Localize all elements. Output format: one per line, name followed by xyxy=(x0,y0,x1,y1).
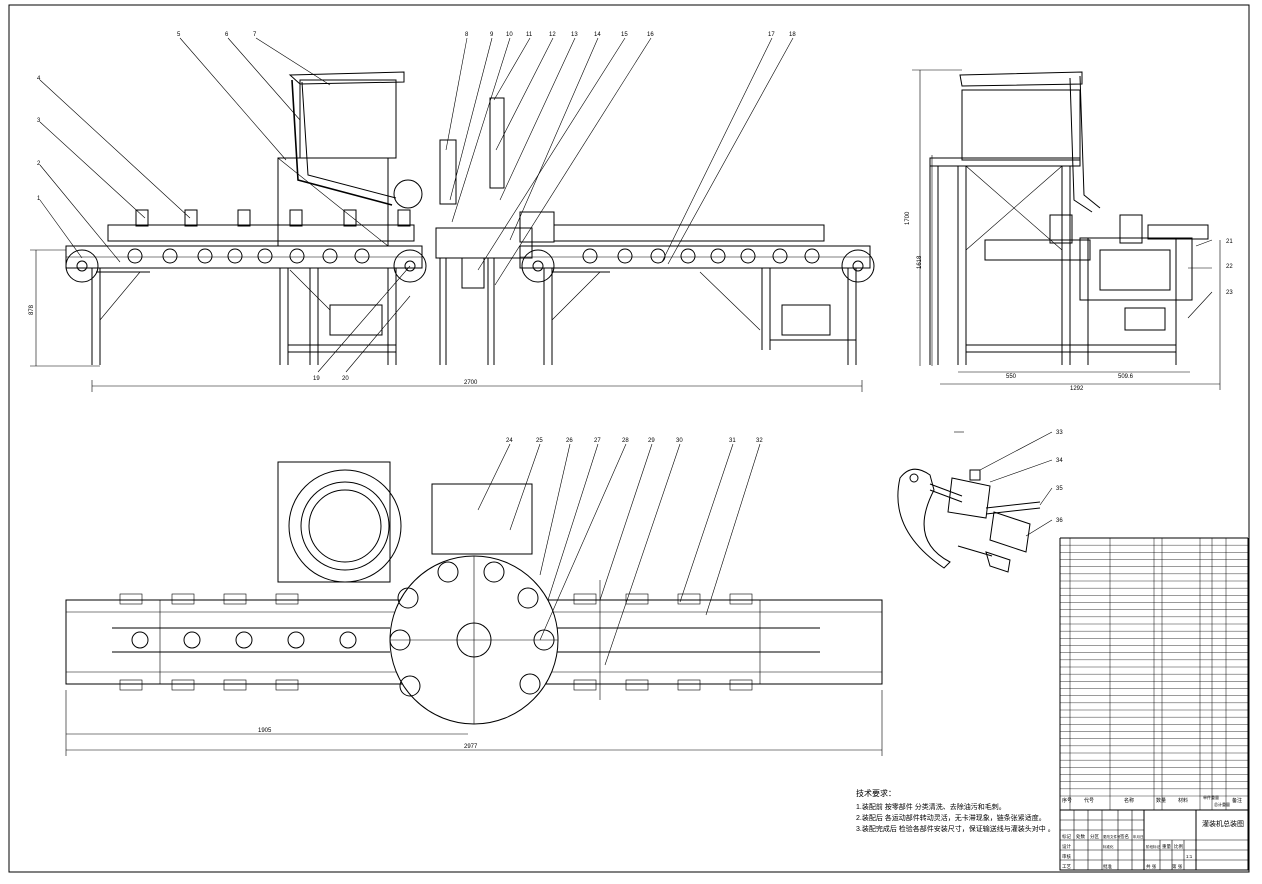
dim-side-width-left: 550 xyxy=(1006,374,1017,380)
balloon-21: 21 xyxy=(1226,239,1233,245)
balloon-5: 5 xyxy=(177,32,181,38)
tb-date: 年月日 xyxy=(1133,834,1144,839)
side-view xyxy=(912,69,1221,390)
balloon-1: 1 xyxy=(37,196,41,202)
tb-approve: 批准 xyxy=(1103,863,1112,870)
bom-header-code: 代号 xyxy=(1084,797,1094,804)
balloon-15: 15 xyxy=(621,32,628,38)
bom-header-material: 材料 xyxy=(1178,797,1188,804)
top-view xyxy=(65,443,883,756)
dim-top-pitch: 1905 xyxy=(258,728,272,734)
tb-review: 审核 xyxy=(1062,853,1071,860)
tb-sheets-total: 共 张 xyxy=(1146,863,1157,870)
bom-table xyxy=(1059,537,1249,811)
dim-side-height-inner: 1618 xyxy=(917,255,923,269)
tb-signature: 签名 xyxy=(1120,833,1129,840)
dim-front-length: 2700 xyxy=(464,380,478,386)
balloon-24: 24 xyxy=(506,438,513,444)
balloon-12: 12 xyxy=(549,32,556,38)
tb-count: 处数 xyxy=(1076,833,1085,840)
dim-top-overall: 2977 xyxy=(464,744,478,750)
tech-req-item-2: 2.装配后 各运动部件转动灵活，无卡滞现象，链条张紧适度。 xyxy=(856,813,1046,822)
balloon-31: 31 xyxy=(729,438,736,444)
balloon-16: 16 xyxy=(647,32,654,38)
balloon-35: 35 xyxy=(1056,486,1063,492)
balloon-18: 18 xyxy=(789,32,796,38)
balloon-9: 9 xyxy=(490,32,494,38)
balloon-7: 7 xyxy=(253,32,257,38)
balloon-34: 34 xyxy=(1056,458,1063,464)
balloon-23: 23 xyxy=(1226,290,1233,296)
bom-header-qty: 数量 xyxy=(1156,797,1166,804)
balloon-11: 11 xyxy=(526,32,533,38)
balloon-33: 33 xyxy=(1056,430,1063,436)
sheet-border xyxy=(8,4,1250,873)
balloon-17: 17 xyxy=(768,32,775,38)
balloon-10: 10 xyxy=(506,32,513,38)
title-block xyxy=(1059,809,1249,871)
balloon-32: 32 xyxy=(756,438,763,444)
balloon-19: 19 xyxy=(313,376,320,382)
balloon-6: 6 xyxy=(225,32,229,38)
balloon-8: 8 xyxy=(465,32,469,38)
tb-standard: 标准化 xyxy=(1103,844,1114,849)
front-view-labels: 1 2 3 4 5 6 7 8 9 10 11 12 13 14 15 16 1… xyxy=(29,32,796,386)
bom-header: 序号 代号 名称 数量 材料 单件重量 总计重量 备注 xyxy=(1062,794,1242,807)
bom-header-remark: 备注 xyxy=(1232,797,1242,804)
tb-sheet-no: 第 张 xyxy=(1172,863,1183,870)
tb-mark: 标记 xyxy=(1062,833,1071,840)
tb-design: 设计 xyxy=(1062,843,1071,850)
top-view-labels: 24 25 26 27 28 29 30 31 32 1905 2977 xyxy=(258,438,763,750)
balloon-36: 36 xyxy=(1056,518,1063,524)
bom-header-total-weight: 总计重量 xyxy=(1214,801,1230,807)
balloon-4: 4 xyxy=(37,76,41,82)
balloon-29: 29 xyxy=(648,438,655,444)
balloon-13: 13 xyxy=(571,32,578,38)
detail-view-labels: 33 34 35 36 xyxy=(1056,430,1063,524)
side-view-labels: 21 22 23 1700 1618 550 509.6 1292 xyxy=(905,211,1233,392)
technical-requirements: 技术要求： 1.装配前 按零部件 分类清洗、去除油污和毛刺。 2.装配后 各运动… xyxy=(856,788,1055,833)
tech-req-item-1: 1.装配前 按零部件 分类清洗、去除油污和毛刺。 xyxy=(856,802,1006,811)
detail-view xyxy=(897,431,1053,573)
tb-stage-mark: 阶段标记 xyxy=(1146,844,1161,849)
title-block-labels: 标记 处数 分区 更改文件号 签名 年月日 设计 标准化 阶段标记 重量 比例 … xyxy=(1062,819,1244,870)
tb-zone: 分区 xyxy=(1090,833,1099,840)
tb-process: 工艺 xyxy=(1062,864,1071,869)
tb-weight: 重量 xyxy=(1162,843,1171,850)
tech-req-item-3: 3.装配完成后 检验各部件安装尺寸，保证输送线与灌装头对中 。 xyxy=(856,824,1055,833)
tb-scale-value: 1:1 xyxy=(1186,854,1193,859)
balloon-28: 28 xyxy=(622,438,629,444)
balloon-20: 20 xyxy=(342,376,349,382)
tech-req-title: 技术要求： xyxy=(856,788,896,798)
drawing-title: 灌装机总装图 xyxy=(1202,819,1244,828)
dim-side-overall-width: 1292 xyxy=(1070,386,1084,392)
balloon-22: 22 xyxy=(1226,264,1233,270)
balloon-14: 14 xyxy=(594,32,601,38)
balloon-25: 25 xyxy=(536,438,543,444)
balloon-2: 2 xyxy=(37,161,41,167)
bom-header-no: 序号 xyxy=(1062,797,1072,804)
dim-side-width-right: 509.6 xyxy=(1118,374,1134,380)
tb-scale: 比例 xyxy=(1174,843,1183,850)
front-view xyxy=(30,37,875,392)
dim-side-height-outer: 1700 xyxy=(905,211,911,225)
balloon-26: 26 xyxy=(566,438,573,444)
balloon-30: 30 xyxy=(676,438,683,444)
balloon-27: 27 xyxy=(594,438,601,444)
balloon-3: 3 xyxy=(37,118,41,124)
tb-change-no: 更改文件号 xyxy=(1103,834,1121,839)
bom-header-unit-weight: 单件重量 xyxy=(1203,794,1219,800)
dim-front-height: 878 xyxy=(29,304,35,315)
bom-header-name: 名称 xyxy=(1124,797,1134,804)
